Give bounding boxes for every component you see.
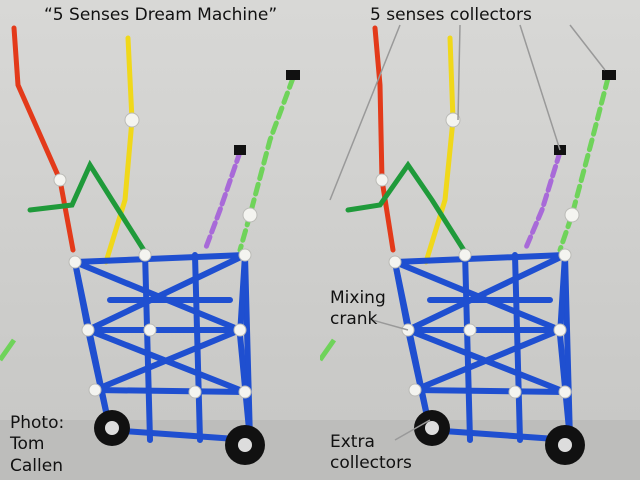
right-photo <box>320 0 640 480</box>
extra-collectors-label-line2: collectors <box>330 453 412 473</box>
mixing-crank-label-line1: Mixing <box>330 288 386 308</box>
photo-credit-line3: Callen <box>10 456 63 476</box>
photo-credit-line1: Photo: <box>10 413 65 433</box>
left-photo <box>0 0 320 480</box>
right-stereo-panel <box>320 0 640 480</box>
extra-collectors-label-line1: Extra <box>330 432 375 452</box>
machine-title: “5 Senses Dream Machine” <box>44 5 278 25</box>
photo-credit-line2: Tom <box>10 434 45 454</box>
senses-collectors-label: 5 senses collectors <box>370 5 532 25</box>
left-stereo-panel <box>0 0 320 480</box>
mixing-crank-label-line2: crank <box>330 309 378 329</box>
